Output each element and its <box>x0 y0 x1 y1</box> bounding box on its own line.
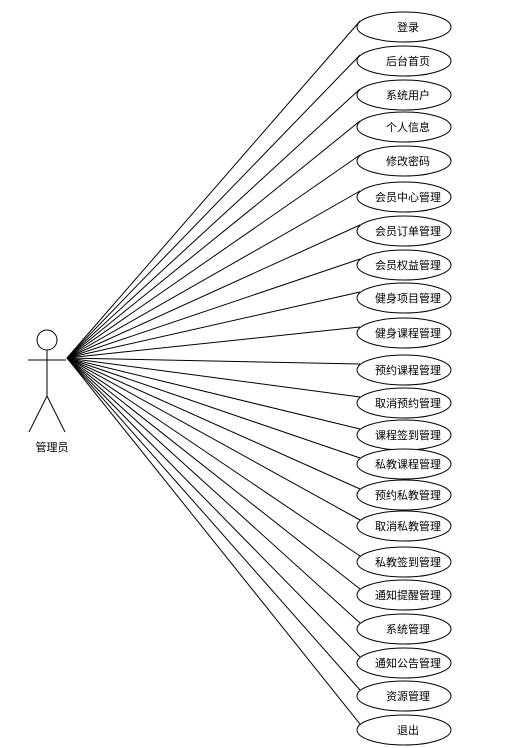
use-case: 会员订单管理 <box>356 215 452 247</box>
actor: 管理员 <box>28 329 69 454</box>
use-case-ellipse <box>356 448 452 480</box>
association-line <box>66 291 361 359</box>
use-case: 修改密码 <box>356 145 452 177</box>
association-line <box>66 258 361 359</box>
association-line <box>66 357 361 725</box>
association-line <box>66 224 361 359</box>
use-case-label: 会员订单管理 <box>375 224 441 238</box>
use-case-ellipse <box>356 111 452 143</box>
use-case: 后台首页 <box>356 45 452 77</box>
stick-figure-icon <box>28 329 66 433</box>
use-case-label: 课程签到管理 <box>375 428 441 442</box>
use-case-ellipse <box>356 546 452 578</box>
association-line <box>66 357 361 691</box>
association-line <box>66 357 361 430</box>
use-case-label: 退出 <box>397 723 419 737</box>
use-case: 私教签到管理 <box>356 546 452 578</box>
use-case-ellipse <box>356 354 452 386</box>
use-case: 个人信息 <box>356 111 452 143</box>
use-case-label: 健身课程管理 <box>375 326 441 340</box>
use-case-label: 通知公告管理 <box>375 656 441 670</box>
use-case: 预约课程管理 <box>356 354 452 386</box>
association-line <box>66 326 361 359</box>
use-case: 取消私教管理 <box>356 510 452 542</box>
association-line <box>66 120 361 359</box>
use-case-label: 取消预约管理 <box>375 396 441 410</box>
association-line <box>66 357 361 365</box>
association-lines <box>66 20 361 725</box>
association-line <box>66 357 361 398</box>
use-case-label: 系统管理 <box>386 622 430 636</box>
association-line <box>66 357 361 557</box>
association-line <box>66 357 361 459</box>
use-case: 会员权益管理 <box>356 249 452 281</box>
use-case-label: 取消私教管理 <box>375 519 441 533</box>
use-case-ellipse <box>356 714 452 746</box>
use-case: 预约私教管理 <box>356 479 452 511</box>
use-case-label: 会员权益管理 <box>375 258 441 272</box>
use-case-ellipse <box>356 11 452 43</box>
use-case-ellipse <box>356 479 452 511</box>
use-case-label: 登录 <box>397 20 419 34</box>
use-case: 健身课程管理 <box>356 317 452 349</box>
use-case-label: 预约课程管理 <box>375 363 441 377</box>
use-case: 系统管理 <box>356 613 452 645</box>
actor-label: 管理员 <box>36 440 69 454</box>
use-case: 退出 <box>356 714 452 746</box>
use-case-label: 资源管理 <box>386 689 430 703</box>
use-case-label: 预约私教管理 <box>375 488 441 502</box>
use-case: 系统用户 <box>356 79 452 111</box>
use-case-label: 后台首页 <box>386 54 430 68</box>
use-case: 取消预约管理 <box>356 387 452 419</box>
use-case-label: 私教签到管理 <box>375 555 441 569</box>
use-case-ellipse <box>356 579 452 611</box>
use-case: 通知提醒管理 <box>356 579 452 611</box>
use-case-ellipse <box>356 79 452 111</box>
use-case-ellipse <box>356 181 452 213</box>
use-case-label: 个人信息 <box>386 120 430 134</box>
use-case-label: 系统用户 <box>386 88 430 102</box>
association-line <box>66 357 361 490</box>
association-line <box>66 20 361 359</box>
use-case-ellipse <box>356 647 452 679</box>
association-line <box>66 357 361 590</box>
use-case-label: 健身项目管理 <box>375 291 441 305</box>
use-case: 课程签到管理 <box>356 419 452 451</box>
use-case-ellipse <box>356 317 452 349</box>
use-case: 私教课程管理 <box>356 448 452 480</box>
use-case-ellipse <box>356 45 452 77</box>
use-case-list: 登录后台首页系统用户个人信息修改密码会员中心管理会员订单管理会员权益管理健身项目… <box>356 11 452 746</box>
association-line <box>66 154 361 359</box>
association-line <box>66 357 361 658</box>
use-case: 会员中心管理 <box>356 181 452 213</box>
use-case-ellipse <box>356 613 452 645</box>
association-line <box>66 357 361 624</box>
use-case-label: 通知提醒管理 <box>375 588 441 602</box>
use-case-ellipse <box>356 387 452 419</box>
association-line <box>66 190 361 359</box>
use-case-ellipse <box>356 215 452 247</box>
use-case-label: 会员中心管理 <box>375 190 441 204</box>
use-case-label: 私教课程管理 <box>375 457 441 471</box>
use-case: 登录 <box>356 11 452 43</box>
association-line <box>66 54 361 359</box>
use-case: 通知公告管理 <box>356 647 452 679</box>
use-case-ellipse <box>356 282 452 314</box>
use-case-label: 修改密码 <box>386 154 430 168</box>
use-case-ellipse <box>356 680 452 712</box>
use-case-ellipse <box>356 145 452 177</box>
use-case-ellipse <box>356 510 452 542</box>
association-line <box>66 88 361 359</box>
use-case-ellipse <box>356 249 452 281</box>
association-line <box>66 357 361 521</box>
use-case: 健身项目管理 <box>356 282 452 314</box>
use-case: 资源管理 <box>356 680 452 712</box>
